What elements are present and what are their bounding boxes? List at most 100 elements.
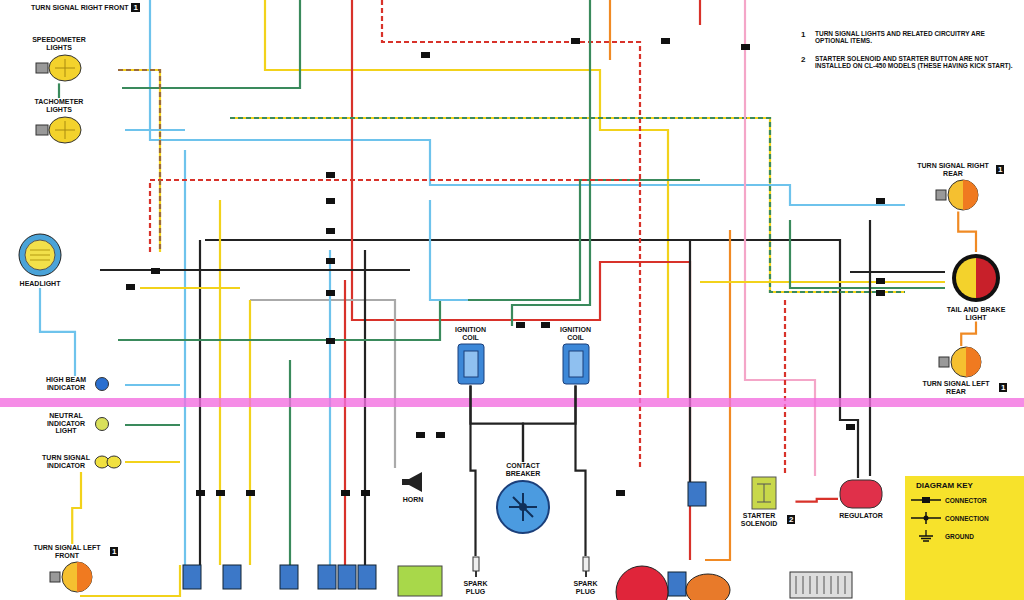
wire <box>219 200 221 565</box>
connector-block <box>151 268 160 274</box>
wire <box>140 287 240 289</box>
battery-symbol <box>398 566 442 596</box>
label-group: TURN SIGNAL INDICATOR <box>40 454 92 469</box>
component: HEADLIGHT <box>16 232 64 288</box>
component-label: CONTACT BREAKER <box>487 462 559 477</box>
plug-part <box>583 557 589 571</box>
coupler-block <box>688 482 706 506</box>
wire <box>250 300 395 468</box>
turnsig-part <box>939 357 949 367</box>
legend-sample-part <box>924 516 929 521</box>
wire <box>344 280 346 565</box>
coupler-block <box>358 565 376 589</box>
wire <box>150 180 640 252</box>
component-label: IGNITION COIL <box>447 326 494 341</box>
rectifier-fin <box>831 576 832 594</box>
connector-block <box>326 172 335 178</box>
component-label: STARTER SOLENOID <box>733 512 785 527</box>
wire <box>364 250 366 565</box>
turnsig-icon <box>938 346 984 378</box>
bulb-icon <box>35 115 83 145</box>
legend-sample <box>911 494 941 506</box>
wire <box>689 240 691 482</box>
legend-row: CONNECTION <box>911 512 989 524</box>
wire <box>125 129 185 131</box>
turnsig-part <box>951 347 981 377</box>
component: NEUTRAL INDICATOR LIGHT <box>40 412 110 435</box>
rectifier-fin <box>845 576 846 594</box>
tail-icon <box>950 252 1002 304</box>
note-text: 2 <box>800 55 806 64</box>
component: IGNITION COIL <box>552 326 599 385</box>
coil-part <box>563 344 589 384</box>
connector-block <box>416 432 425 438</box>
legend-sample-part <box>911 512 941 524</box>
wire <box>118 70 160 252</box>
label-group: HORN <box>402 496 425 504</box>
wire-connector <box>961 321 976 346</box>
component-label: TURN SIGNAL LEFT FRONT <box>26 544 108 559</box>
turnsig-part <box>50 572 60 582</box>
turnsig-part <box>966 347 981 377</box>
label-group: STARTER SOLENOID2 <box>733 512 795 527</box>
turnsig-icon <box>49 561 95 593</box>
label-group: TURN SIGNAL RIGHT REAR1 <box>912 162 1004 177</box>
callout-number: 1 <box>110 547 118 556</box>
component: CONTACT BREAKER <box>487 462 559 535</box>
highlight-band <box>0 398 1024 407</box>
wire <box>125 424 180 426</box>
plug-icon <box>579 556 593 578</box>
turnsig-part <box>77 562 92 592</box>
rectifier-fin <box>817 576 818 594</box>
component-label: TACHOMETER LIGHTS <box>28 98 90 113</box>
connector-block <box>876 290 885 296</box>
component-label: TURN SIGNAL INDICATOR <box>40 454 92 469</box>
component: HORN <box>400 470 426 504</box>
bulb-part <box>55 121 75 139</box>
alternator-symbol <box>616 566 668 600</box>
connector-block <box>876 198 885 204</box>
component: SPARK PLUG <box>452 556 499 595</box>
indYel-icon <box>94 416 110 432</box>
connector-block <box>326 290 335 296</box>
reg-part <box>840 480 882 508</box>
component-label: TAIL AND BRAKE LIGHT <box>945 306 1007 321</box>
component: HIGH BEAM INDICATOR <box>40 376 110 392</box>
component-label: TURN SIGNAL LEFT REAR <box>915 380 997 395</box>
note-text: DIAGRAM KEY <box>915 481 974 490</box>
coil-part <box>464 351 478 377</box>
wire <box>705 230 730 560</box>
wire-connector <box>576 385 586 556</box>
wire-connector <box>523 385 576 462</box>
connector-block <box>541 322 550 328</box>
connector-block <box>876 278 885 284</box>
wire <box>329 250 331 565</box>
breaker-part <box>509 493 537 521</box>
connector-block <box>661 38 670 44</box>
callout-number: 1 <box>996 165 1004 174</box>
wire <box>118 70 160 252</box>
wire <box>122 0 300 88</box>
bulb-part <box>36 125 48 135</box>
wire <box>869 220 871 476</box>
component-label: IGNITION COIL <box>552 326 599 341</box>
wire <box>205 240 858 478</box>
wire <box>265 0 668 398</box>
coil-icon <box>457 343 485 385</box>
component-label: HORN <box>402 496 425 504</box>
legend-sample <box>911 512 941 524</box>
indBlue-part <box>96 378 109 391</box>
connector-block <box>616 490 625 496</box>
component: STARTER SOLENOID2 <box>733 476 795 527</box>
indBlue-icon <box>94 376 110 392</box>
head-part <box>25 240 55 270</box>
component-label: HEADLIGHT <box>19 280 62 288</box>
legend-row: GROUND <box>911 530 989 542</box>
wire-connector <box>40 288 75 376</box>
wire <box>352 0 690 560</box>
wire-connector <box>795 499 838 502</box>
plug-icon <box>469 556 483 578</box>
connector-block <box>326 198 335 204</box>
legend-sample <box>911 530 941 542</box>
wire <box>784 300 786 476</box>
